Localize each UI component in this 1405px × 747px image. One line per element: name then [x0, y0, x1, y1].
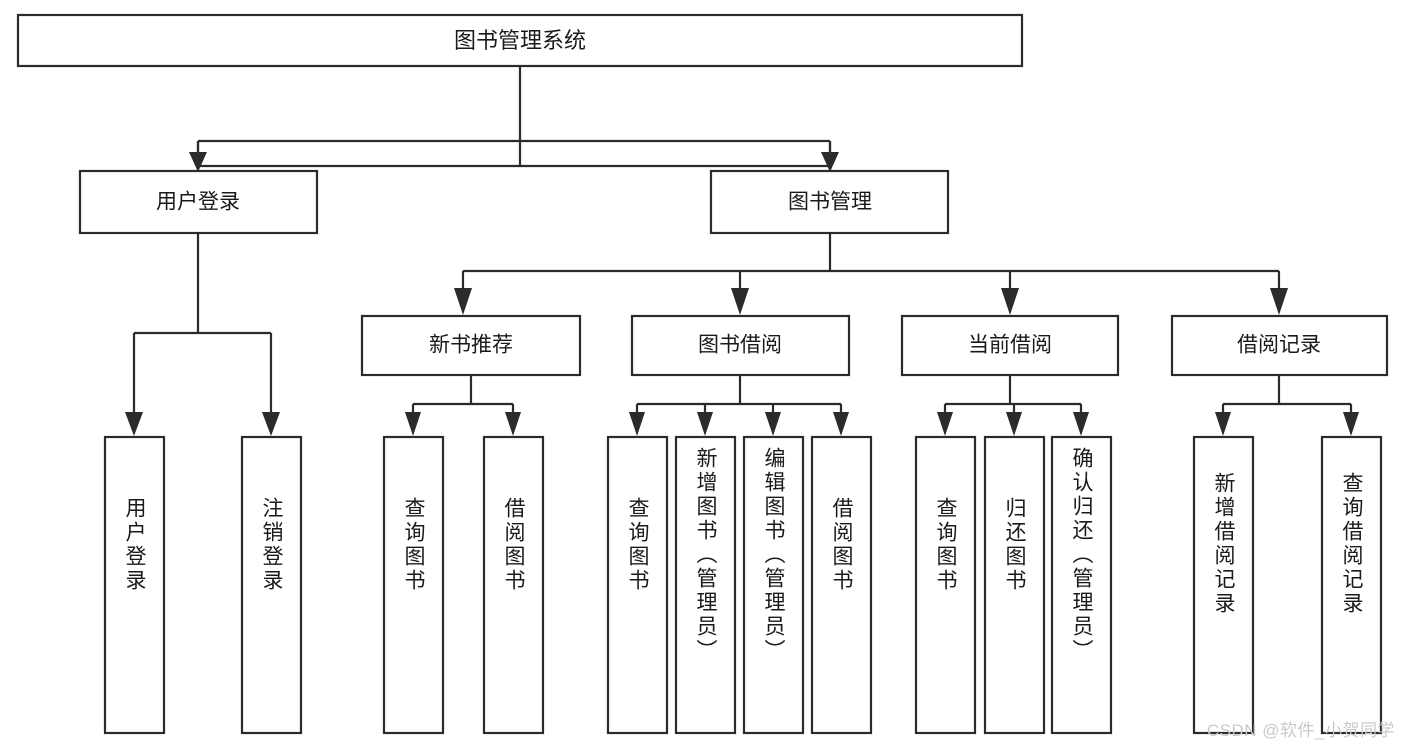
arrow-record-leaf-1 [1215, 412, 1231, 436]
arrow-recommend-leaf-1 [405, 412, 421, 436]
arrow-book-mgmt [821, 152, 839, 172]
arrow-new-book-recommend [454, 288, 472, 315]
csdn-watermark: CSDN @软件_小贺同学 [1206, 721, 1395, 740]
node-book-management[interactable]: 图书管理 [709, 169, 950, 235]
arrow-current-borrow [1001, 288, 1019, 315]
arrow-leaf-user-login [125, 412, 143, 436]
node-user-login-label: 用户登录 [156, 191, 240, 214]
node-borrow-record-box[interactable] [1170, 314, 1389, 377]
node-new-book-recommend-label: 新书推荐 [429, 334, 513, 357]
arrow-borrow-leaf-3 [765, 412, 781, 436]
arrow-recommend-leaf-2 [505, 412, 521, 436]
leaf-box-recommend-query-book[interactable] [382, 435, 445, 735]
leaf-box-borrow-borrow-book[interactable] [810, 435, 873, 735]
arrow-leaf-logout [262, 412, 280, 436]
arrow-borrow-leaf-1 [629, 412, 645, 436]
leaf-box-record-add[interactable] [1192, 435, 1255, 735]
node-new-book-recommend[interactable]: 新书推荐 [360, 314, 582, 377]
leaf-box-borrow-edit-book[interactable] [742, 435, 805, 735]
node-new-book-recommend-box[interactable] [360, 314, 582, 377]
arrow-user-login [189, 152, 207, 172]
node-book-borrow-box[interactable] [630, 314, 851, 377]
leaf-box-record-query[interactable] [1320, 435, 1383, 735]
node-root-box[interactable] [16, 13, 1024, 68]
leaf-box-borrow-query-book[interactable] [606, 435, 669, 735]
node-book-management-label: 图书管理 [788, 191, 872, 214]
leaf-box-logout[interactable] [240, 435, 303, 735]
arrow-book-borrow [731, 288, 749, 315]
node-current-borrow[interactable]: 当前借阅 [900, 314, 1120, 377]
arrow-current-leaf-3 [1073, 412, 1089, 436]
arrow-current-leaf-2 [1006, 412, 1022, 436]
arrow-borrow-record [1270, 288, 1288, 315]
node-borrow-record[interactable]: 借阅记录 [1170, 314, 1389, 377]
node-root-label: 图书管理系统 [454, 28, 586, 53]
leaf-box-borrow-add-book[interactable] [674, 435, 737, 735]
node-root[interactable]: 图书管理系统 [16, 13, 1024, 68]
leaf-box-current-query-book[interactable] [914, 435, 977, 735]
node-current-borrow-box[interactable] [900, 314, 1120, 377]
node-book-borrow[interactable]: 图书借阅 [630, 314, 851, 377]
arrow-record-leaf-2 [1343, 412, 1359, 436]
arrow-borrow-leaf-2 [697, 412, 713, 436]
node-book-management-box[interactable] [709, 169, 950, 235]
node-user-login-box[interactable] [78, 169, 319, 235]
leaf-box-user-login[interactable] [103, 435, 166, 735]
node-current-borrow-label: 当前借阅 [968, 334, 1052, 357]
leaf-box-recommend-borrow-book[interactable] [482, 435, 545, 735]
leaf-box-current-confirm-return[interactable] [1050, 435, 1113, 735]
node-user-login[interactable]: 用户登录 [78, 169, 319, 235]
leaf-boxes-group [103, 435, 1383, 735]
leaf-box-current-return-book[interactable] [983, 435, 1046, 735]
connectors-group [125, 66, 1359, 436]
arrow-current-leaf-1 [937, 412, 953, 436]
node-book-borrow-label: 图书借阅 [698, 334, 782, 357]
arrow-borrow-leaf-4 [833, 412, 849, 436]
node-borrow-record-label: 借阅记录 [1237, 334, 1321, 357]
